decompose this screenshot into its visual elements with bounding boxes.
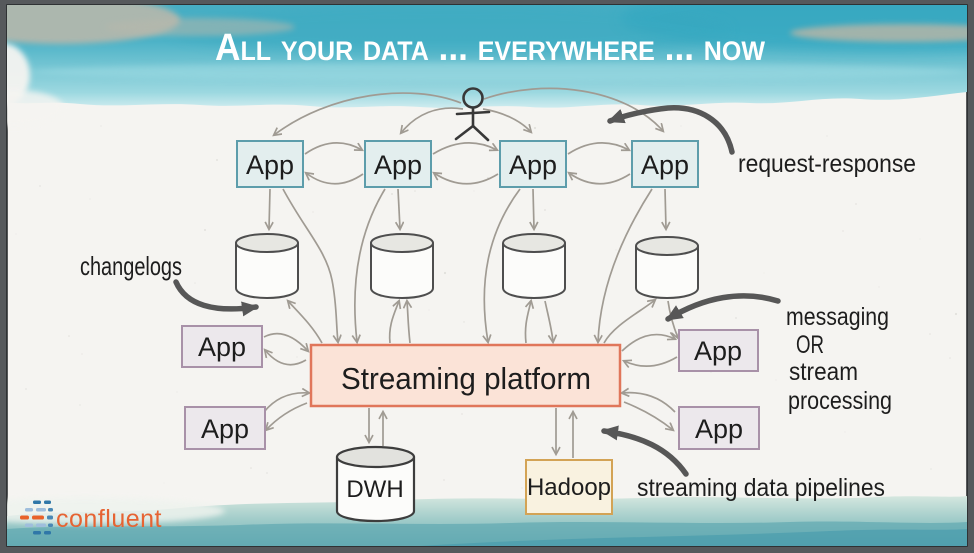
svg-text:confluent: confluent [56,505,162,533]
svg-text:App: App [695,414,743,444]
svg-text:messaging: messaging [786,303,889,331]
svg-text:OR: OR [796,331,824,359]
svg-text:request-response: request-response [738,150,916,178]
svg-text:All your data ... everywhere .: All your data ... everywhere ... now [215,27,765,69]
svg-text:DWH: DWH [346,476,403,503]
svg-text:App: App [641,150,689,180]
svg-text:App: App [509,150,557,180]
svg-text:App: App [694,336,742,366]
svg-text:Hadoop: Hadoop [527,474,611,501]
svg-text:App: App [246,150,294,180]
svg-text:App: App [201,414,249,444]
svg-text:changelogs: changelogs [80,251,182,281]
svg-text:Streaming platform: Streaming platform [341,361,591,396]
svg-text:stream: stream [789,358,858,386]
svg-text:App: App [374,150,422,180]
svg-text:streaming data pipelines: streaming data pipelines [637,474,885,502]
svg-text:processing: processing [788,387,892,415]
svg-text:App: App [198,332,246,362]
